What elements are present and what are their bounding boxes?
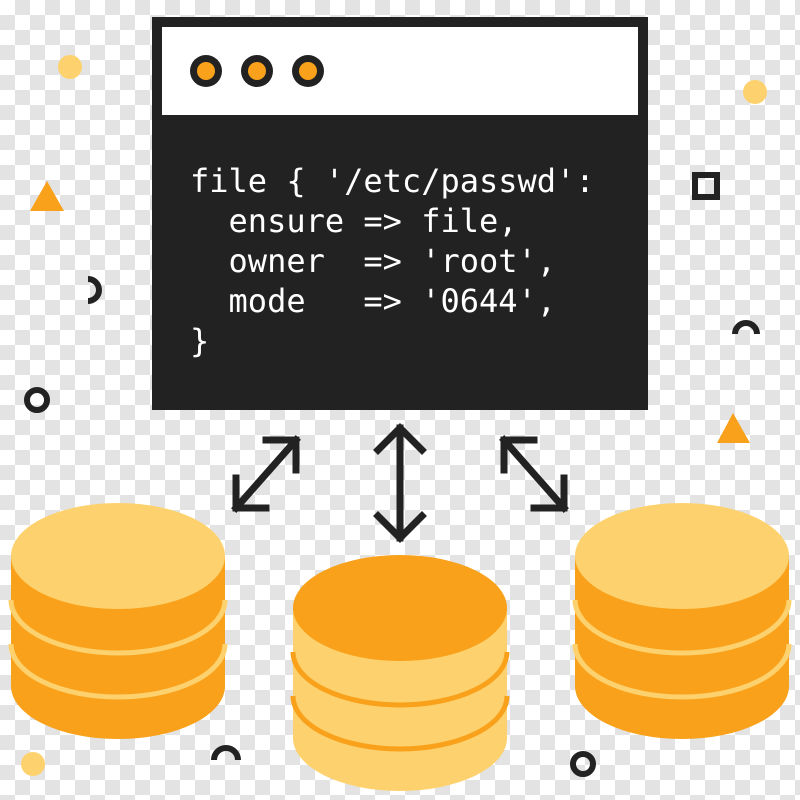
arrows: [231, 423, 569, 543]
code-line: ensure => file,: [190, 202, 518, 240]
arc-shape: [211, 745, 241, 761]
database-top: [575, 503, 789, 609]
window-title-bar: [162, 27, 638, 115]
code-line: owner => 'root',: [190, 242, 556, 280]
bidirectional-arrow-icon: [231, 435, 301, 513]
code-line: mode => '0644',: [190, 282, 556, 320]
ring-shape: [24, 387, 50, 413]
ring-shape: [570, 751, 596, 777]
code-line: file { '/etc/passwd':: [190, 162, 595, 200]
bidirectional-arrow-icon: [499, 435, 569, 513]
decorations: [21, 55, 767, 777]
database-stripe: [8, 599, 228, 656]
yellow-dot: [743, 80, 767, 104]
triangle-shape: [717, 413, 750, 443]
database-stripe: [572, 643, 792, 700]
arc-shape: [732, 320, 760, 335]
yellow-dot: [58, 55, 82, 79]
code-line: }: [190, 322, 209, 360]
arc-shape: [87, 276, 102, 304]
database-top: [11, 503, 225, 609]
database-top: [293, 555, 507, 661]
hollow-square-shape: [692, 172, 720, 200]
database-stripe: [290, 651, 510, 708]
database-stripe: [572, 599, 792, 656]
bidirectional-arrow-icon: [373, 423, 427, 543]
database-stripe: [290, 695, 510, 752]
window-dots: [190, 55, 324, 87]
database-icon-left: [8, 503, 228, 739]
code-window: file { '/etc/passwd': ensure => file, ow…: [152, 17, 648, 410]
yellow-dot: [21, 752, 45, 776]
database-icon-center: [290, 555, 510, 791]
database-stripe: [8, 643, 228, 700]
database-icon-right: [572, 503, 792, 739]
triangle-shape: [30, 181, 64, 211]
